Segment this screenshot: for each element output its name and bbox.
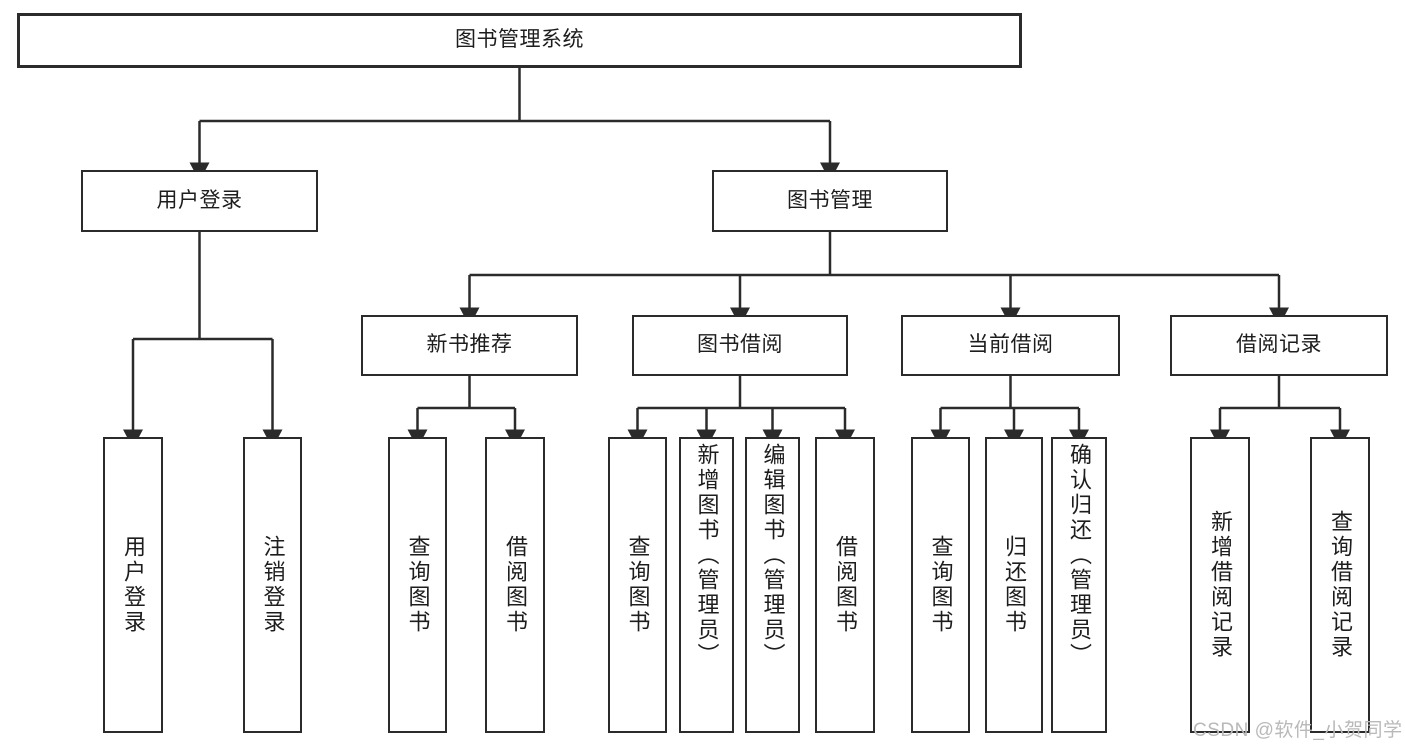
node-borrow-record[interactable]: 借阅记录 xyxy=(1170,315,1388,376)
node-root-label: 图书管理系统 xyxy=(455,28,584,52)
node-leaf-query-book-3-label: 查询图书 xyxy=(928,535,954,635)
node-leaf-query-book-1-label: 查询图书 xyxy=(405,535,431,635)
node-leaf-add-borrow-record[interactable]: 新增借阅记录 xyxy=(1190,437,1250,733)
node-borrow-record-label: 借阅记录 xyxy=(1236,333,1322,357)
node-leaf-confirm-return-admin-label: 确认归还（管理员） xyxy=(1067,443,1092,668)
node-current-borrow-label: 当前借阅 xyxy=(967,333,1054,357)
node-leaf-query-book-2[interactable]: 查询图书 xyxy=(608,437,667,733)
node-user-login[interactable]: 用户登录 xyxy=(81,170,318,232)
node-leaf-add-book-admin[interactable]: 新增图书（管理员） xyxy=(679,437,734,733)
node-leaf-borrow-book-2-label: 借阅图书 xyxy=(833,535,858,635)
node-leaf-query-book-3[interactable]: 查询图书 xyxy=(911,437,970,733)
node-current-borrow[interactable]: 当前借阅 xyxy=(901,315,1120,376)
node-user-login-label: 用户登录 xyxy=(156,188,243,212)
node-book-manage[interactable]: 图书管理 xyxy=(712,170,948,232)
node-leaf-borrow-book-1[interactable]: 借阅图书 xyxy=(485,437,545,733)
node-leaf-user-logout[interactable]: 注销登录 xyxy=(243,437,302,733)
node-book-borrow[interactable]: 图书借阅 xyxy=(632,315,848,376)
node-leaf-borrow-book-2[interactable]: 借阅图书 xyxy=(815,437,875,733)
node-leaf-user-login[interactable]: 用户登录 xyxy=(103,437,163,733)
node-new-book-rec-label: 新书推荐 xyxy=(426,333,513,357)
node-leaf-add-borrow-record-label: 新增借阅记录 xyxy=(1208,510,1233,660)
node-book-manage-label: 图书管理 xyxy=(787,188,873,212)
node-leaf-query-borrow-record[interactable]: 查询借阅记录 xyxy=(1310,437,1370,733)
node-leaf-add-book-admin-label: 新增图书（管理员） xyxy=(694,443,720,668)
node-leaf-user-logout-label: 注销登录 xyxy=(260,535,286,635)
node-leaf-query-borrow-record-label: 查询借阅记录 xyxy=(1328,510,1353,660)
node-root[interactable]: 图书管理系统 xyxy=(17,13,1022,68)
node-leaf-user-login-label: 用户登录 xyxy=(121,535,146,635)
node-leaf-edit-book-admin-label: 编辑图书（管理员） xyxy=(760,443,786,668)
node-leaf-confirm-return-admin[interactable]: 确认归还（管理员） xyxy=(1051,437,1107,733)
node-new-book-rec[interactable]: 新书推荐 xyxy=(361,315,578,376)
node-leaf-return-book[interactable]: 归还图书 xyxy=(985,437,1043,733)
node-leaf-query-book-2-label: 查询图书 xyxy=(625,535,651,635)
node-leaf-query-book-1[interactable]: 查询图书 xyxy=(388,437,447,733)
node-leaf-borrow-book-1-label: 借阅图书 xyxy=(503,535,528,635)
watermark-text: CSDN @软件_小贺同学 xyxy=(1193,720,1403,741)
node-book-borrow-label: 图书借阅 xyxy=(697,333,783,357)
node-leaf-edit-book-admin[interactable]: 编辑图书（管理员） xyxy=(745,437,800,733)
node-leaf-return-book-label: 归还图书 xyxy=(1002,535,1027,635)
